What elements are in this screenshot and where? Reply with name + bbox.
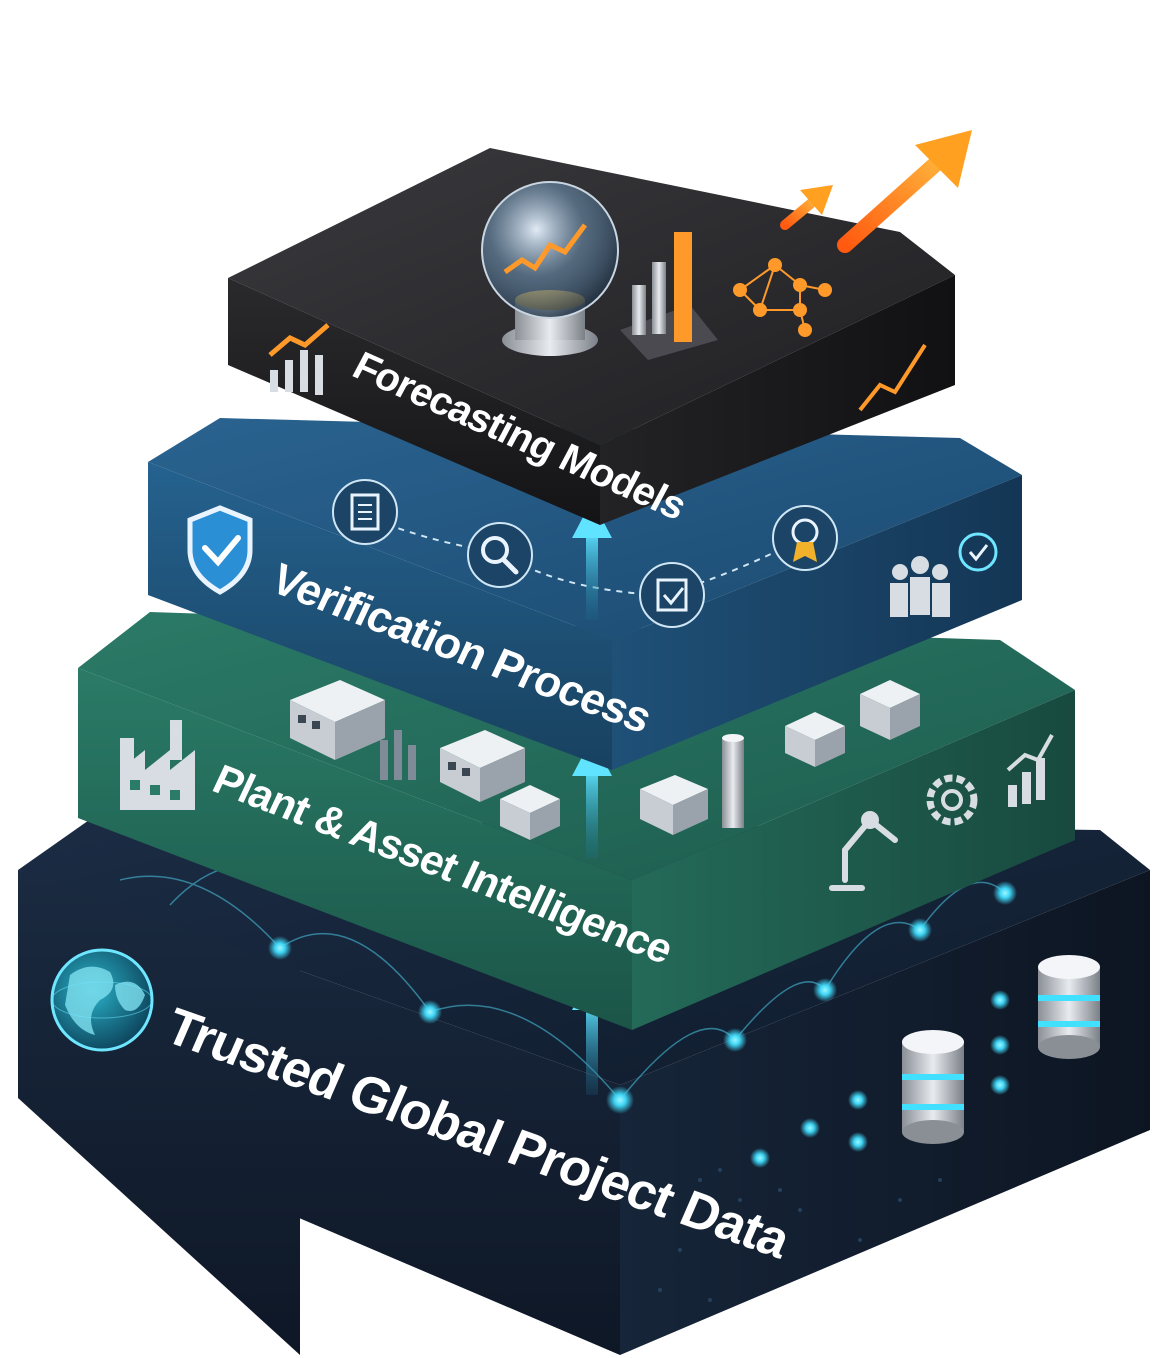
plant-layer-face <box>78 668 632 1030</box>
team-icon <box>890 556 950 617</box>
crystal-ball-icon <box>481 181 619 356</box>
data-layer-face <box>18 870 620 1355</box>
network-graph-icon <box>733 258 832 337</box>
database-icon <box>902 955 1100 1144</box>
bar-trend-icon <box>268 323 330 395</box>
gear-icon <box>926 774 978 826</box>
industrial-buildings <box>290 680 920 840</box>
clipboard-icon <box>332 479 398 545</box>
globe-icon <box>50 948 154 1052</box>
layer-verification-process: Verification Process <box>148 418 1022 770</box>
verify-layer-face <box>148 462 612 770</box>
bar-chart-icon <box>620 232 718 360</box>
growth-arrow-large <box>837 130 972 253</box>
plant-layer-side <box>632 690 1075 1030</box>
award-badge-icon <box>772 505 838 571</box>
robot-arm-icon <box>829 811 898 891</box>
factory-icon <box>120 720 195 810</box>
growth-arrow-small <box>780 185 833 230</box>
check-circle-icon <box>958 532 998 572</box>
trend-line-icon <box>858 343 927 412</box>
map-dots <box>658 1168 942 1302</box>
checklist-icon <box>639 562 705 628</box>
network-nodes <box>268 881 1017 1168</box>
shield-check-icon <box>187 505 253 595</box>
forecast-layer-side <box>600 275 955 525</box>
layer-forecasting-models: Forecasting Models <box>228 148 955 528</box>
verify-layer-side <box>612 475 1022 770</box>
data-layer-side <box>620 870 1150 1355</box>
plant-bar-trend-icon <box>1006 734 1054 807</box>
magnifier-icon <box>467 522 533 588</box>
forecast-layer-face <box>228 278 600 525</box>
